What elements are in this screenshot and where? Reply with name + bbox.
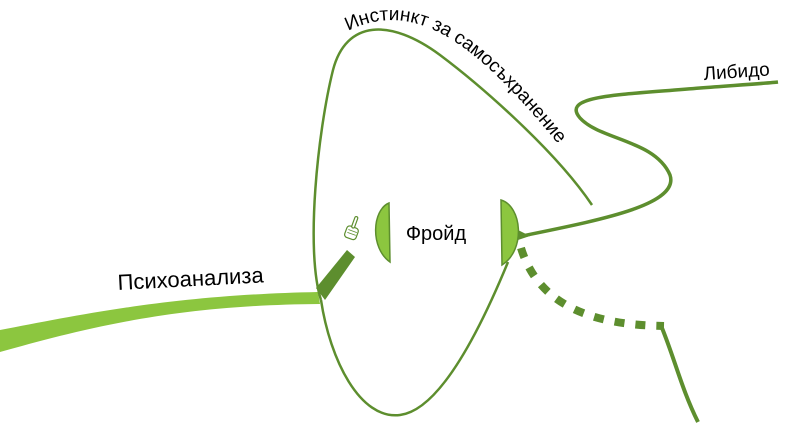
connector-libido <box>518 230 530 240</box>
branch-dotted-tail <box>660 327 700 423</box>
branch-dotted[interactable] <box>517 246 665 330</box>
branch-lower-loop <box>319 261 510 417</box>
central-left-bracket <box>375 201 391 264</box>
pointing-hand-icon <box>344 215 359 241</box>
branch-label-instinct-path: Инстинкт за самосъхранение <box>342 4 571 147</box>
central-right-bracket <box>500 198 520 267</box>
branch-psychoanalysis[interactable] <box>0 292 320 352</box>
branch-label-libido[interactable]: Либидо <box>703 59 771 85</box>
central-topic-label[interactable]: Фройд <box>406 223 467 245</box>
branch-instinct[interactable] <box>312 28 594 301</box>
branch-libido[interactable] <box>521 80 779 238</box>
branch-label-psychoanalysis[interactable]: Психоанализа <box>117 262 265 295</box>
connector-psychoanalysis <box>316 250 355 300</box>
branch-label-instinct[interactable]: Инстинкт за самосъхранение <box>342 4 571 147</box>
